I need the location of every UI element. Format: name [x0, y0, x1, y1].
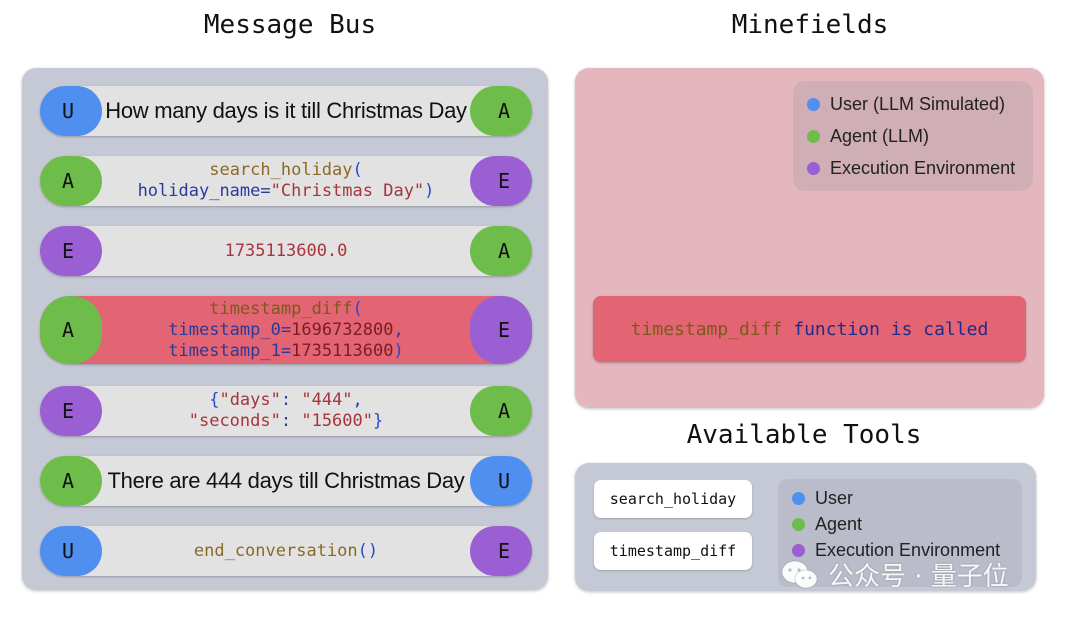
- receiver-badge-env: E: [470, 296, 532, 364]
- brace: {: [209, 390, 220, 410]
- message-text: How many days is it till Christmas Day: [105, 98, 467, 123]
- message-agent-to-env-flagged: A timestamp_diff( timestamp_0=1696732800…: [40, 296, 532, 364]
- tool-timestamp-diff: timestamp_diff: [594, 532, 752, 570]
- message-env-to-agent: E {"days": "444", "seconds": "15600"} A: [40, 386, 532, 436]
- legend-label: User (LLM Simulated): [830, 93, 1006, 114]
- code-line: timestamp_diff(: [209, 299, 363, 320]
- receiver-badge-agent: A: [470, 86, 532, 136]
- paren: (): [357, 540, 379, 561]
- receiver-badge-agent: A: [470, 386, 532, 436]
- sender-badge-agent: A: [40, 156, 102, 206]
- watermark: 公众号 · 量子位: [780, 556, 1009, 593]
- available-tools-title: Available Tools: [686, 420, 922, 450]
- watermark-text: 公众号 · 量子位: [828, 562, 1009, 592]
- comma: ,: [352, 390, 363, 410]
- message-content: {"days": "444", "seconds": "15600"}: [100, 386, 472, 436]
- param-value: 1696732800: [291, 319, 394, 340]
- code-line: timestamp_0=1696732800,: [168, 320, 403, 341]
- minefields-title: Minefields: [731, 10, 889, 40]
- sender-badge-env: E: [40, 226, 102, 276]
- json-key: "seconds": [188, 411, 281, 431]
- message-content: timestamp_diff( timestamp_0=1696732800, …: [100, 296, 472, 364]
- receiver-badge-env: E: [470, 526, 532, 576]
- json-key: "days": [219, 390, 281, 410]
- legend-item-agent: Agent (LLM): [807, 120, 1033, 152]
- param-name: holiday_name: [137, 181, 261, 201]
- sender-badge-user: U: [40, 526, 102, 576]
- param-value: "Christmas Day": [270, 181, 425, 201]
- function-name: timestamp_diff: [209, 298, 353, 319]
- message-user-to-env: U end_conversation() E: [40, 526, 532, 576]
- sender-badge-agent: A: [40, 296, 102, 364]
- code-line: "seconds": "15600"}: [189, 411, 384, 432]
- legend-label: User: [815, 487, 854, 508]
- code-line: holiday_name="Christmas Day"): [138, 181, 435, 202]
- legend-label: Agent: [815, 513, 863, 534]
- param-name: timestamp_0: [168, 319, 281, 340]
- function-name: search_holiday: [209, 160, 353, 180]
- code-line: end_conversation(): [194, 541, 378, 562]
- legend-label: Execution Environment: [815, 539, 1001, 560]
- colon: :: [280, 390, 302, 410]
- legend-item-env: Execution Environment: [807, 152, 1033, 184]
- json-value: "444": [301, 390, 353, 410]
- comma: ,: [393, 319, 404, 340]
- message-content: How many days is it till Christmas Day: [100, 86, 472, 136]
- paren: ): [393, 340, 404, 361]
- message-content: search_holiday( holiday_name="Christmas …: [100, 156, 472, 206]
- legend-item-user: User (LLM Simulated): [807, 88, 1033, 120]
- equals: =: [260, 181, 271, 201]
- message-content: end_conversation(): [100, 526, 472, 576]
- receiver-badge-user: U: [470, 456, 532, 506]
- green-dot-icon: [792, 517, 805, 531]
- rule-text: timestamp_diff function is called: [631, 319, 989, 340]
- tool-search-holiday: search_holiday: [594, 480, 752, 518]
- receiver-badge-agent: A: [470, 226, 532, 276]
- message-user-to-agent: U How many days is it till Christmas Day…: [40, 86, 532, 136]
- purple-dot-icon: [792, 543, 805, 557]
- legend-item-env: Execution Environment: [778, 537, 1022, 563]
- wechat-icon: [781, 560, 818, 588]
- rule-function-name: timestamp_diff: [630, 318, 783, 340]
- param-name: timestamp_1: [168, 340, 281, 361]
- message-env-to-agent: E 1735113600.0 A: [40, 226, 532, 276]
- equals: =: [280, 340, 292, 361]
- code-line: {"days": "444",: [209, 390, 363, 411]
- legend-item-user: User: [778, 485, 1022, 511]
- brace: }: [373, 411, 384, 431]
- sender-badge-agent: A: [40, 456, 102, 506]
- code-line: timestamp_1=1735113600): [168, 341, 403, 362]
- param-value: 1735113600: [291, 340, 394, 361]
- minefield-rule: timestamp_diff function is called: [593, 296, 1026, 362]
- paren: ): [424, 181, 435, 201]
- legend-item-agent: Agent: [778, 511, 1022, 537]
- blue-dot-icon: [792, 491, 805, 505]
- message-bus-title: Message Bus: [203, 10, 377, 40]
- message-agent-to-user: A There are 444 days till Christmas Day …: [40, 456, 532, 506]
- message-agent-to-env: A search_holiday( holiday_name="Christma…: [40, 156, 532, 206]
- colon: :: [280, 411, 302, 431]
- sender-badge-user: U: [40, 86, 102, 136]
- legend-label: Agent (LLM): [830, 125, 930, 146]
- paren: (: [352, 298, 363, 319]
- minefields-legend: User (LLM Simulated) Agent (LLM) Executi…: [793, 81, 1033, 191]
- message-text: There are 444 days till Christmas Day: [107, 468, 465, 493]
- message-content: 1735113600.0: [100, 226, 472, 276]
- green-dot-icon: [807, 129, 820, 143]
- tools-legend: User Agent Execution Environment: [778, 479, 1022, 587]
- equals: =: [280, 319, 292, 340]
- function-name: end_conversation: [193, 540, 358, 561]
- message-content: There are 444 days till Christmas Day: [100, 456, 472, 506]
- sender-badge-env: E: [40, 386, 102, 436]
- paren: (: [352, 160, 363, 180]
- json-value: "15600": [301, 411, 373, 431]
- purple-dot-icon: [807, 161, 820, 175]
- return-value: 1735113600.0: [224, 240, 348, 261]
- blue-dot-icon: [807, 97, 820, 111]
- receiver-badge-env: E: [470, 156, 532, 206]
- code-line: search_holiday(: [209, 160, 363, 181]
- rule-condition: function is called: [782, 318, 989, 340]
- legend-label: Execution Environment: [830, 157, 1016, 178]
